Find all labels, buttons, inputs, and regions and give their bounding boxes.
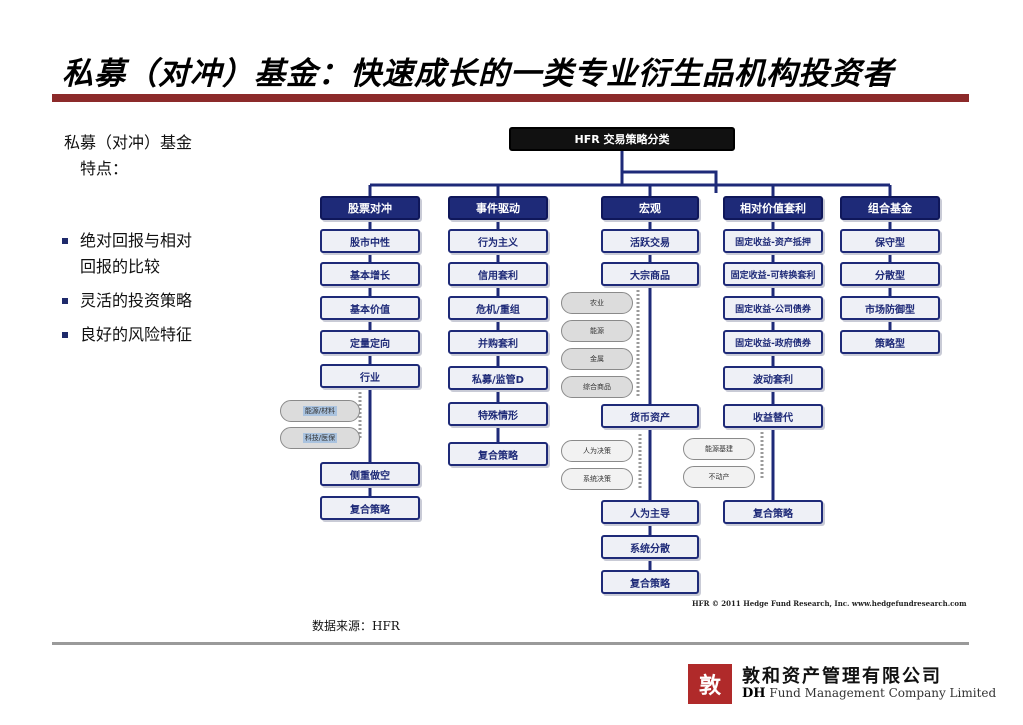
- sub-strategy-pill: 能源/材料: [280, 400, 360, 422]
- sub-strategy-pill: 不动产: [683, 466, 755, 488]
- sub-strategy-pill: 综合商品: [561, 376, 633, 398]
- company-name-en-rest: Fund Management Company Limited: [765, 686, 997, 700]
- sub-strategy-pill: 金属: [561, 348, 633, 370]
- strategy-node: 行业: [320, 364, 420, 388]
- strategy-node: 行为主义: [448, 229, 548, 253]
- feature-text: 良好的风险特征: [80, 325, 193, 344]
- strategy-node: 危机/重组: [448, 296, 548, 320]
- title-divider: [52, 94, 969, 102]
- strategy-node: 活跃交易: [601, 229, 699, 253]
- sub-strategy-pill: 能源基建: [683, 438, 755, 460]
- strategy-node: 保守型: [840, 229, 940, 253]
- strategy-node: 定量定向: [320, 330, 420, 354]
- company-logo-seal: 敦: [688, 664, 732, 704]
- feature-item: 绝对回报与相对回报的比较: [62, 228, 232, 280]
- strategy-node: 特殊情形: [448, 402, 548, 426]
- strategy-node: 股市中性: [320, 229, 420, 253]
- column-head-fund-of-funds: 组合基金: [840, 196, 940, 220]
- diagram-credit: HFR © 2011 Hedge Fund Research, Inc. www…: [692, 599, 967, 608]
- strategy-node: 固定收益-政府债券: [723, 330, 823, 354]
- sub-strategy-pill: 人为决策: [561, 440, 633, 462]
- strategy-node: 市场防御型: [840, 296, 940, 320]
- page-title: 私募（对冲）基金：快速成长的一类专业衍生品机构投资者: [62, 56, 894, 92]
- features-heading-line1: 私募（对冲）基金: [64, 133, 193, 152]
- strategy-node: 信用套利: [448, 262, 548, 286]
- footer-divider: [52, 642, 969, 645]
- column-head-equity-hedge: 股票对冲: [320, 196, 420, 220]
- strategy-node: 系统分散: [601, 535, 699, 559]
- strategy-node: 波动套利: [723, 366, 823, 390]
- column-head-relative-value: 相对价值套利: [723, 196, 823, 220]
- strategy-node: 侧重做空: [320, 462, 420, 486]
- strategy-node: 分散型: [840, 262, 940, 286]
- sub-strategy-pill: 系统决策: [561, 468, 633, 490]
- sub-strategy-pill: 科技/医保: [280, 427, 360, 449]
- company-name-en-prefix: DH: [742, 686, 766, 701]
- strategy-node: 固定收益-可转换套利: [723, 262, 823, 286]
- strategy-node: 固定收益-资产抵押: [723, 229, 823, 253]
- feature-item: 灵活的投资策略: [62, 288, 232, 314]
- features-heading: 私募（对冲）基金 特点：: [64, 130, 234, 182]
- strategy-node: 收益替代: [723, 404, 823, 428]
- strategy-node: 基本价值: [320, 296, 420, 320]
- diagram-root: HFR 交易策略分类: [509, 127, 735, 151]
- feature-text-cont: 回报的比较: [80, 257, 161, 276]
- data-source: 数据来源：HFR: [312, 619, 400, 633]
- sub-strategy-pill: 农业: [561, 292, 633, 314]
- sub-strategy-pill: 能源: [561, 320, 633, 342]
- strategy-node: 复合策略: [723, 500, 823, 524]
- company-name-en: DH Fund Management Company Limited: [742, 686, 996, 701]
- feature-text: 绝对回报与相对: [80, 231, 193, 250]
- column-head-macro: 宏观: [601, 196, 699, 220]
- strategy-node: 人为主导: [601, 500, 699, 524]
- strategy-node: 策略型: [840, 330, 940, 354]
- feature-item: 良好的风险特征: [62, 322, 232, 348]
- strategy-node: 大宗商品: [601, 262, 699, 286]
- column-head-event-driven: 事件驱动: [448, 196, 548, 220]
- company-name-cn: 敦和资产管理有限公司: [742, 666, 942, 687]
- strategy-node: 基本增长: [320, 262, 420, 286]
- features-heading-line2: 特点：: [80, 159, 129, 178]
- strategy-node: 货币资产: [601, 404, 699, 428]
- strategy-node: 复合策略: [601, 570, 699, 594]
- strategy-node: 并购套利: [448, 330, 548, 354]
- strategy-node: 私募/监管D: [448, 366, 548, 390]
- strategy-node: 固定收益-公司债券: [723, 296, 823, 320]
- features-list: 绝对回报与相对回报的比较 灵活的投资策略 良好的风险特征: [62, 228, 232, 356]
- feature-text: 灵活的投资策略: [80, 291, 193, 310]
- strategy-node: 复合策略: [320, 496, 420, 520]
- strategy-node: 复合策略: [448, 442, 548, 466]
